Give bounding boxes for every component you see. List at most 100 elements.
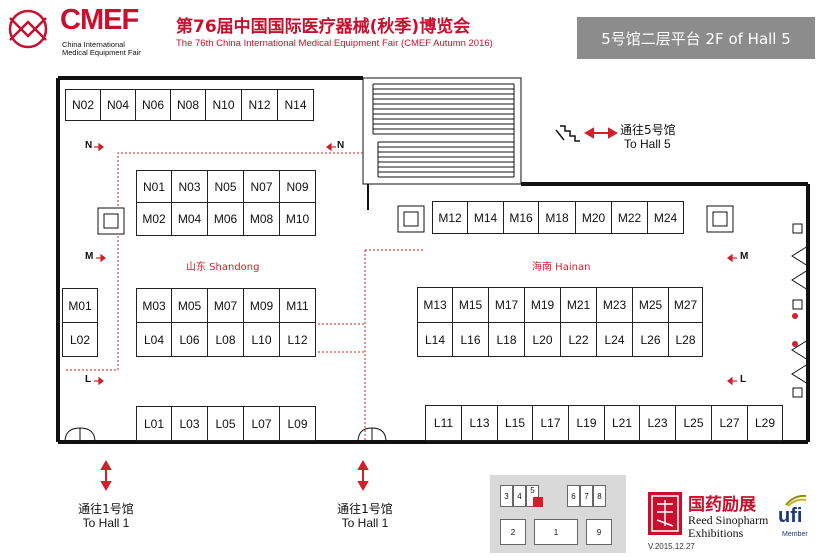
- exit-hall1a-cn: 通往1号馆: [78, 502, 134, 516]
- booth[interactable]: N01: [136, 170, 172, 203]
- row-marker-l-right: L: [740, 374, 747, 385]
- exit-hall5-en: To Hall 5: [624, 137, 671, 151]
- booth[interactable]: L07: [243, 406, 280, 441]
- ufi-logo: ufi Member: [776, 493, 816, 543]
- booth[interactable]: M24: [647, 201, 684, 234]
- minimap-cell: 7: [580, 485, 593, 507]
- booth[interactable]: L10: [243, 322, 280, 357]
- booth[interactable]: L17: [532, 405, 569, 441]
- ufi-swoosh-icon: [785, 494, 807, 507]
- booth[interactable]: M17: [488, 287, 525, 323]
- booth[interactable]: M20: [575, 201, 612, 234]
- booth[interactable]: L08: [207, 322, 244, 357]
- booth[interactable]: N05: [207, 170, 244, 203]
- booth[interactable]: M10: [279, 202, 316, 236]
- booth[interactable]: L27: [711, 405, 748, 441]
- zone-hainan: 海南 Hainan: [532, 262, 591, 273]
- booth[interactable]: M08: [243, 202, 280, 236]
- booth[interactable]: M04: [171, 202, 208, 236]
- org-en1: Reed Sinopharm: [688, 513, 769, 527]
- booth[interactable]: M23: [596, 287, 633, 323]
- booth[interactable]: M14: [467, 201, 504, 234]
- booth[interactable]: M03: [136, 288, 172, 323]
- booth[interactable]: L02: [62, 322, 98, 357]
- stairs-icon: [555, 125, 580, 142]
- booth[interactable]: N10: [205, 89, 242, 121]
- booth[interactable]: M25: [632, 287, 669, 323]
- booth[interactable]: L06: [171, 322, 208, 357]
- booth[interactable]: L04: [136, 322, 172, 357]
- cmef-logo: CMEF China International Medical Equipme…: [4, 4, 164, 57]
- booth[interactable]: L13: [461, 405, 498, 441]
- booth[interactable]: L12: [279, 322, 316, 357]
- booth[interactable]: L24: [596, 322, 633, 357]
- title-cn: 第76届中国国际医疗器械(秋季)博览会: [176, 17, 471, 37]
- booth[interactable]: M13: [417, 287, 453, 323]
- title-en: The 76th China International Medical Equ…: [176, 38, 493, 49]
- row-marker-n-right: N: [337, 140, 345, 151]
- ufi-text: ufi: [778, 505, 803, 527]
- booth[interactable]: L20: [524, 322, 561, 357]
- booth[interactable]: L26: [632, 322, 669, 357]
- booth[interactable]: M16: [503, 201, 539, 234]
- booth[interactable]: M01: [62, 288, 98, 323]
- booth[interactable]: N06: [135, 89, 171, 121]
- booth[interactable]: N03: [171, 170, 208, 203]
- booth[interactable]: L14: [417, 322, 453, 357]
- booth[interactable]: M02: [136, 202, 172, 236]
- booth[interactable]: N04: [100, 89, 136, 121]
- booth[interactable]: M22: [611, 201, 648, 234]
- hall-tag: 5号馆二层平台 2F of Hall 5: [577, 17, 815, 59]
- row-marker-l-left: L: [85, 374, 92, 385]
- booth[interactable]: L03: [171, 406, 208, 441]
- org-en2: Exhibitions: [688, 526, 744, 540]
- booth[interactable]: N07: [243, 170, 280, 203]
- cmef-emblem-icon: [8, 9, 48, 49]
- org-cn: 国药励展: [688, 495, 756, 515]
- booth[interactable]: M11: [279, 288, 316, 323]
- booth[interactable]: L01: [136, 406, 172, 441]
- seal-icon: [651, 495, 679, 532]
- exit-hall1b-en: To Hall 1: [341, 516, 389, 530]
- booth[interactable]: M21: [560, 287, 597, 323]
- booth[interactable]: M27: [668, 287, 703, 323]
- booth[interactable]: L25: [675, 405, 712, 441]
- version: V.2015.12.27: [648, 542, 695, 551]
- booth[interactable]: N14: [277, 89, 314, 121]
- booth[interactable]: M05: [171, 288, 208, 323]
- row-marker-m-left: M: [85, 251, 94, 262]
- exit-hall1b-cn: 通往1号馆: [337, 502, 393, 516]
- exit-hall5-cn: 通往5号馆: [620, 123, 676, 137]
- booth[interactable]: L05: [207, 406, 244, 441]
- booth[interactable]: L18: [488, 322, 525, 357]
- booth[interactable]: L16: [452, 322, 489, 357]
- booth[interactable]: N09: [279, 170, 316, 203]
- booth[interactable]: N02: [65, 89, 101, 121]
- booth[interactable]: L19: [568, 405, 605, 441]
- minimap-cell: 4: [513, 485, 526, 507]
- booth[interactable]: L11: [425, 405, 462, 441]
- booth[interactable]: L29: [747, 405, 783, 441]
- booth[interactable]: M18: [538, 201, 576, 234]
- booth[interactable]: L09: [279, 406, 316, 441]
- booth[interactable]: M09: [243, 288, 280, 323]
- booth[interactable]: L22: [560, 322, 597, 357]
- booth[interactable]: L15: [497, 405, 533, 441]
- exit-hall1a-en: To Hall 1: [82, 516, 130, 530]
- booth[interactable]: L28: [668, 322, 703, 357]
- booth[interactable]: M15: [452, 287, 489, 323]
- booth[interactable]: N08: [170, 89, 206, 121]
- booth[interactable]: M07: [207, 288, 244, 323]
- minimap-cell: 8: [593, 485, 606, 507]
- booth[interactable]: L23: [639, 405, 676, 441]
- booth[interactable]: M06: [207, 202, 244, 236]
- booth[interactable]: M19: [524, 287, 561, 323]
- booth[interactable]: M12: [432, 201, 468, 234]
- booth[interactable]: N12: [241, 89, 278, 121]
- booth[interactable]: L21: [604, 405, 640, 441]
- minimap-cell: 1: [534, 519, 578, 545]
- row-marker-m-right: M: [740, 251, 749, 262]
- row-marker-n-left: N: [85, 140, 93, 151]
- logo-sub2: Medical Equipment Fair: [62, 48, 141, 57]
